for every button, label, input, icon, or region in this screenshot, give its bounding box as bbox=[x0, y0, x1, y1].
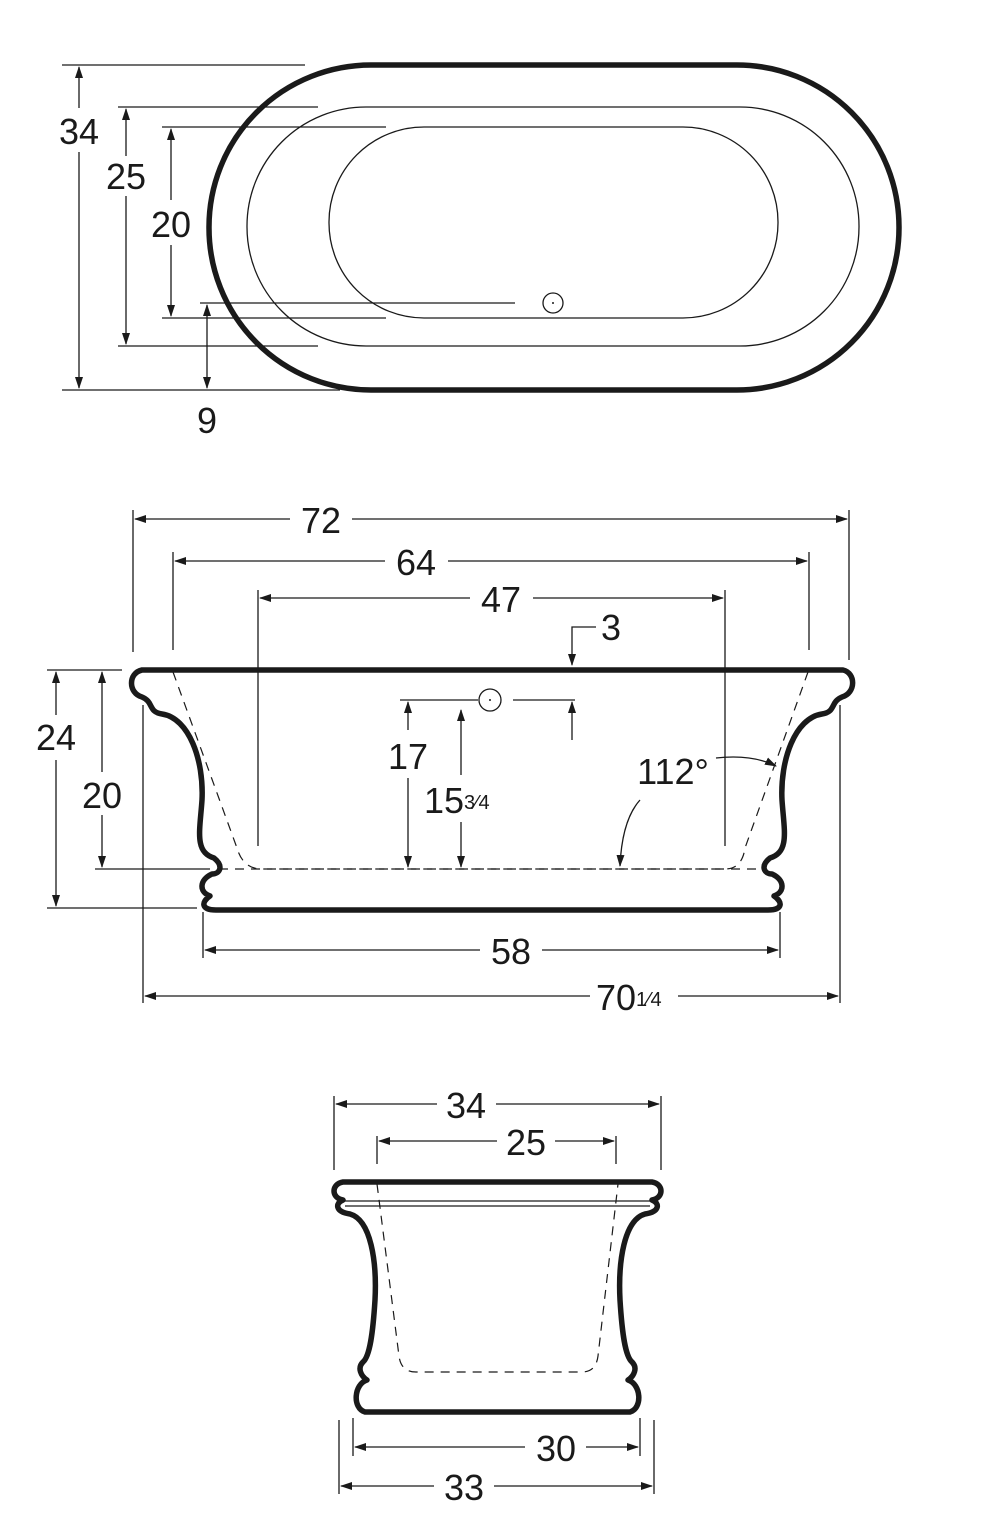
dim-label-pedestal-length: 701⁄4 bbox=[596, 977, 662, 1018]
basin-dashed-outline bbox=[172, 671, 809, 870]
overflow-circle bbox=[478, 688, 502, 712]
end-view: 34 25 30 33 bbox=[331, 1085, 664, 1508]
dim-label-overall-height: 24 bbox=[36, 717, 76, 758]
dim-label-basin-width: 20 bbox=[151, 204, 191, 245]
dim-label-wall-angle: 112° bbox=[637, 751, 709, 792]
dim-label-rim-width: 25 bbox=[506, 1122, 546, 1163]
dim-label-outer-width: 34 bbox=[446, 1085, 486, 1126]
dim-label-base-width: 30 bbox=[536, 1428, 576, 1469]
tub-side-profile bbox=[128, 667, 856, 913]
dim-leader-rim-thickness bbox=[568, 626, 596, 666]
dim-label-overflow-height: 17 bbox=[388, 736, 428, 777]
basin-dashed-outline bbox=[376, 1183, 619, 1373]
overflow-center-dot bbox=[489, 699, 491, 701]
tub-rim-inner-edge bbox=[246, 106, 860, 347]
dim-label-rim-thickness: 3 bbox=[601, 607, 621, 648]
dim-label-drain-offset: 9 bbox=[197, 400, 217, 441]
tub-outer-rim bbox=[206, 62, 902, 393]
drain-center-dot bbox=[552, 302, 554, 304]
dim-label-outer-width: 34 bbox=[59, 111, 99, 152]
dim-label-overflow-center: 153⁄4 bbox=[424, 780, 490, 821]
dim-arc-wall-angle bbox=[715, 756, 777, 767]
tub-basin-outline bbox=[328, 126, 779, 319]
drain-circle bbox=[542, 292, 564, 314]
tub-end-profile bbox=[331, 1179, 664, 1415]
top-view: 34 25 20 9 bbox=[52, 62, 902, 441]
dim-arc-wall-angle bbox=[616, 799, 641, 867]
dim-label-overall-length: 72 bbox=[301, 500, 341, 541]
dim-label-interior-height: 20 bbox=[82, 775, 122, 816]
dim-label-foot-width: 33 bbox=[444, 1467, 484, 1508]
dim-label-rim-length: 64 bbox=[396, 542, 436, 583]
dim-label-base-length: 58 bbox=[491, 931, 531, 972]
dim-label-basin-length: 47 bbox=[481, 579, 521, 620]
side-view: 72 64 47 3 24 20 17 153⁄4 112° 58 701⁄4 bbox=[26, 500, 856, 1018]
dim-label-rim-width: 25 bbox=[106, 156, 146, 197]
